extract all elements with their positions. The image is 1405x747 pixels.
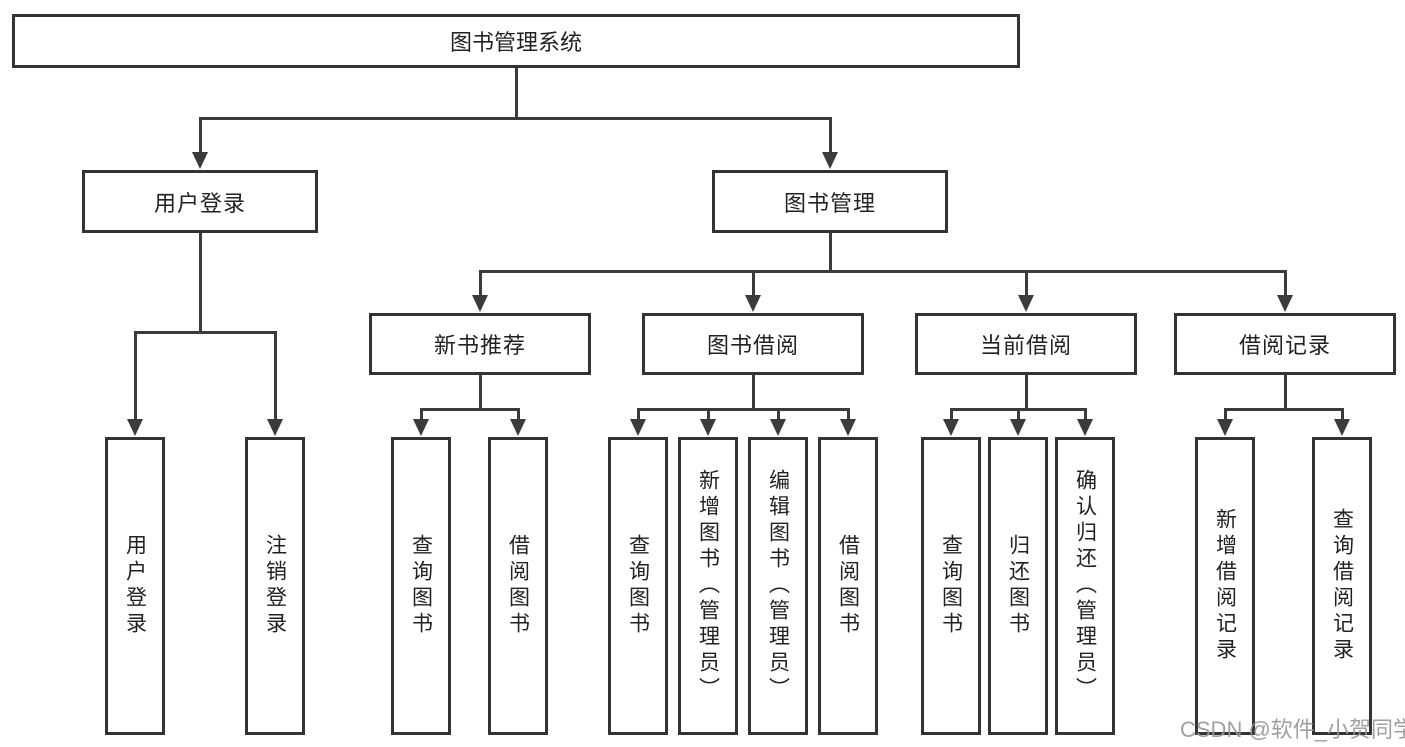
node-current-borrow: 当前借阅 xyxy=(915,313,1137,375)
node-library-management-system: 图书管理系统 xyxy=(12,14,1020,68)
arrow-down-icon xyxy=(1010,419,1026,436)
node-label: 查询图书 xyxy=(626,534,650,638)
arrow-down-icon xyxy=(472,295,488,312)
connector-book-management-branch xyxy=(479,270,1286,273)
arrow-down-icon xyxy=(770,419,786,436)
arrow-down-icon xyxy=(840,419,856,436)
connector-drop-current-borrow xyxy=(1025,270,1028,298)
connector-drop-leaf xyxy=(637,408,640,422)
connector-drop-book-borrow xyxy=(752,270,755,298)
node-label: 用户登录 xyxy=(153,190,246,216)
leaf-current-confirm-return-admin: 确认归还（管理员） xyxy=(1055,437,1115,735)
node-label: 图书借阅 xyxy=(706,333,799,358)
connector-drop-leaf xyxy=(1017,408,1020,422)
leaf-record-add-borrow-record: 新增借阅记录 xyxy=(1195,437,1255,735)
arrow-down-icon xyxy=(1077,419,1093,436)
leaf-current-query-book: 查询图书 xyxy=(921,437,981,735)
arrow-down-icon xyxy=(1018,295,1034,312)
node-label: 确认归还（管理员） xyxy=(1073,469,1097,703)
connector-book-borrow-branch xyxy=(637,408,850,411)
arrow-down-icon xyxy=(943,419,959,436)
node-label: 借阅记录 xyxy=(1238,333,1331,358)
node-book-borrow: 图书借阅 xyxy=(642,313,864,375)
connector-new-book-branch xyxy=(420,408,520,411)
connector-drop-leaf xyxy=(517,408,520,422)
arrow-down-icon xyxy=(1217,419,1233,436)
leaf-user-login: 用户登录 xyxy=(105,437,165,735)
connector-drop-leaf xyxy=(707,408,710,422)
connector-drop-leaf xyxy=(1341,408,1344,422)
connector-drop-leaf xyxy=(134,331,137,421)
connector-new-book-stem xyxy=(479,375,482,409)
connector-book-management-stem xyxy=(829,233,832,271)
node-label: 编辑图书（管理员） xyxy=(766,469,790,703)
node-label: 新增图书（管理员） xyxy=(696,469,720,703)
leaf-borrow-edit-book-admin: 编辑图书（管理员） xyxy=(748,437,808,735)
connector-drop-book-management xyxy=(829,117,832,155)
arrow-down-icon xyxy=(630,419,646,436)
node-label: 注销登录 xyxy=(263,534,287,638)
node-label: 查询图书 xyxy=(939,534,963,638)
node-book-management: 图书管理 xyxy=(712,170,948,233)
connector-drop-leaf xyxy=(950,408,953,422)
node-label: 当前借阅 xyxy=(979,333,1072,358)
arrow-down-icon xyxy=(127,419,143,436)
connector-drop-new-book xyxy=(479,270,482,298)
arrow-down-icon xyxy=(413,419,429,436)
connector-drop-leaf xyxy=(777,408,780,422)
csdn-watermark: CSDN @软件_小贺同学 xyxy=(1180,717,1405,742)
connector-drop-leaf xyxy=(847,408,850,422)
node-user-login: 用户登录 xyxy=(82,170,318,233)
leaf-borrow-query-book: 查询图书 xyxy=(608,437,668,735)
connector-drop-borrow-record xyxy=(1284,270,1287,298)
arrow-down-icon xyxy=(510,419,526,436)
arrow-down-icon xyxy=(192,152,208,169)
node-label: 借阅图书 xyxy=(836,534,860,638)
arrow-down-icon xyxy=(1334,419,1350,436)
node-label: 新书推荐 xyxy=(433,333,526,358)
connector-drop-user-login xyxy=(199,117,202,155)
connector-user-login-stem xyxy=(199,233,202,332)
node-label: 查询借阅记录 xyxy=(1330,508,1354,664)
node-label: 图书管理系统 xyxy=(449,30,582,55)
connector-borrow-record-branch xyxy=(1224,408,1344,411)
arrow-down-icon xyxy=(745,295,761,312)
connector-drop-leaf xyxy=(274,331,277,421)
leaf-newbook-query-book: 查询图书 xyxy=(391,437,451,735)
node-label: 查询图书 xyxy=(409,534,433,638)
leaf-borrow-add-book-admin: 新增图书（管理员） xyxy=(678,437,738,735)
connector-root-branch xyxy=(199,117,831,120)
node-label: 用户登录 xyxy=(123,534,147,638)
connector-current-borrow-stem xyxy=(1025,375,1028,409)
leaf-logout-login: 注销登录 xyxy=(245,437,305,735)
node-label: 新增借阅记录 xyxy=(1213,508,1237,664)
connector-drop-leaf xyxy=(1084,408,1087,422)
node-label: 图书管理 xyxy=(783,190,876,216)
arrow-down-icon xyxy=(822,152,838,169)
node-borrow-record: 借阅记录 xyxy=(1174,313,1396,375)
connector-user-login-branch xyxy=(134,331,276,334)
arrow-down-icon xyxy=(700,419,716,436)
arrow-down-icon xyxy=(267,419,283,436)
leaf-newbook-borrow-book: 借阅图书 xyxy=(488,437,548,735)
connector-drop-leaf xyxy=(1224,408,1227,422)
leaf-record-query-borrow-record: 查询借阅记录 xyxy=(1312,437,1372,735)
node-label: 借阅图书 xyxy=(506,534,530,638)
node-label: 归还图书 xyxy=(1006,534,1030,638)
connector-book-borrow-stem xyxy=(752,375,755,409)
connector-drop-leaf xyxy=(420,408,423,422)
connector-borrow-record-stem xyxy=(1284,375,1287,409)
leaf-current-return-book: 归还图书 xyxy=(988,437,1048,735)
node-new-book-recommend: 新书推荐 xyxy=(369,313,591,375)
arrow-down-icon xyxy=(1277,295,1293,312)
leaf-borrow-borrow-book: 借阅图书 xyxy=(818,437,878,735)
connector-root-stem xyxy=(515,68,518,118)
